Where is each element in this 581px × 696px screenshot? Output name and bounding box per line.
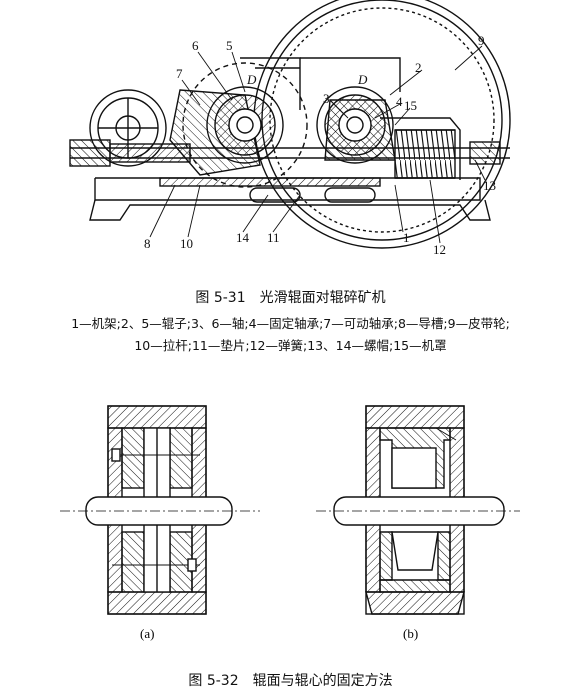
callout-3: 3 [323,91,330,106]
crusher-drawing [69,0,511,249]
leader-lines [149,45,486,244]
callout-2: 2 [415,60,422,75]
roll-outline-left [182,62,308,188]
sublabel-b: (b) [403,626,418,641]
section-a [60,405,260,615]
callout-7: 7 [176,66,183,81]
sublabel-a: (a) [140,626,154,641]
callout-1: 1 [403,230,410,245]
callout-8: 8 [144,236,151,251]
callout-6: 6 [192,38,199,53]
callout-12: 12 [433,242,446,257]
roll-diameter-label-right: D [357,72,368,87]
callout-9: 9 [478,33,485,48]
section-b [316,405,520,615]
roll-diameter-label-left: D [246,72,257,87]
machine-cover [380,117,461,180]
frame-base [89,177,491,221]
callouts: 1 2 3 4 5 6 7 8 9 10 11 12 13 14 15 D D [144,33,496,257]
spring [394,129,456,179]
figure-5-31-legend-line2: 10—拉杆;11—垫片;12—弹簧;13、14—螺帽;15—机罩 [134,338,447,353]
hopper [240,57,401,110]
callout-10: 10 [180,236,193,251]
callout-14: 14 [236,230,250,245]
figure-5-32-caption: 图 5-32 辊面与辊心的固定方法 [188,673,393,689]
callout-5: 5 [226,38,233,53]
callout-13: 13 [483,178,496,193]
callout-4: 4 [396,94,403,109]
callout-11: 11 [267,230,280,245]
figure-5-31-legend-line1: 1—机架;2、5—辊子;3、6—轴;4—固定轴承;7—可动轴承;8—导槽;9—皮… [71,316,510,331]
callout-15: 15 [404,98,417,113]
figure-5-31-caption: 图 5-31 光滑辊面对辊碎矿机 [195,290,386,306]
